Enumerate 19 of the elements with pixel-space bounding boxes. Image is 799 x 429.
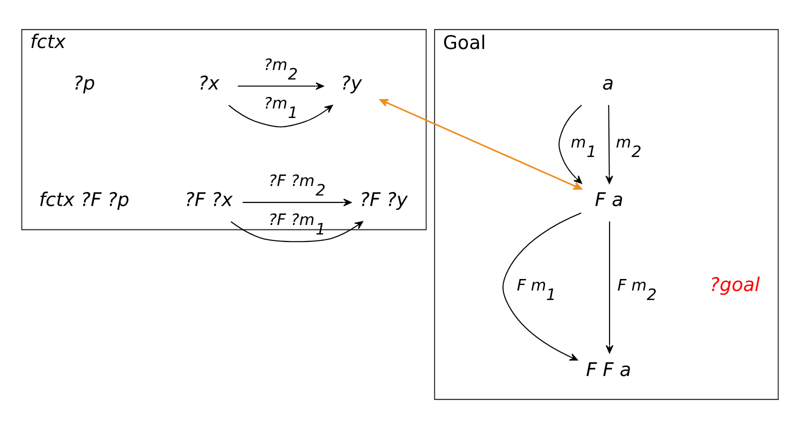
node-text: ?F ?y xyxy=(359,190,408,212)
arrow xyxy=(379,99,582,190)
node-text: ?F ?x xyxy=(184,190,232,212)
arrow xyxy=(242,198,352,206)
arrow xyxy=(230,221,363,242)
arrow xyxy=(558,104,582,184)
arrow xyxy=(228,104,332,128)
node-text: ?x xyxy=(198,74,219,95)
node-text: F a xyxy=(594,190,623,212)
label: fctx ?F ?p xyxy=(38,190,129,212)
label: ?goal xyxy=(709,274,760,296)
arrow xyxy=(502,212,581,361)
arrow xyxy=(237,82,324,90)
arrow xyxy=(605,105,613,184)
node-text: a xyxy=(602,74,614,95)
node-text: ?y xyxy=(340,74,362,95)
arrow xyxy=(605,221,613,354)
label: ?p xyxy=(72,74,95,95)
node-text: F F a xyxy=(585,360,631,381)
